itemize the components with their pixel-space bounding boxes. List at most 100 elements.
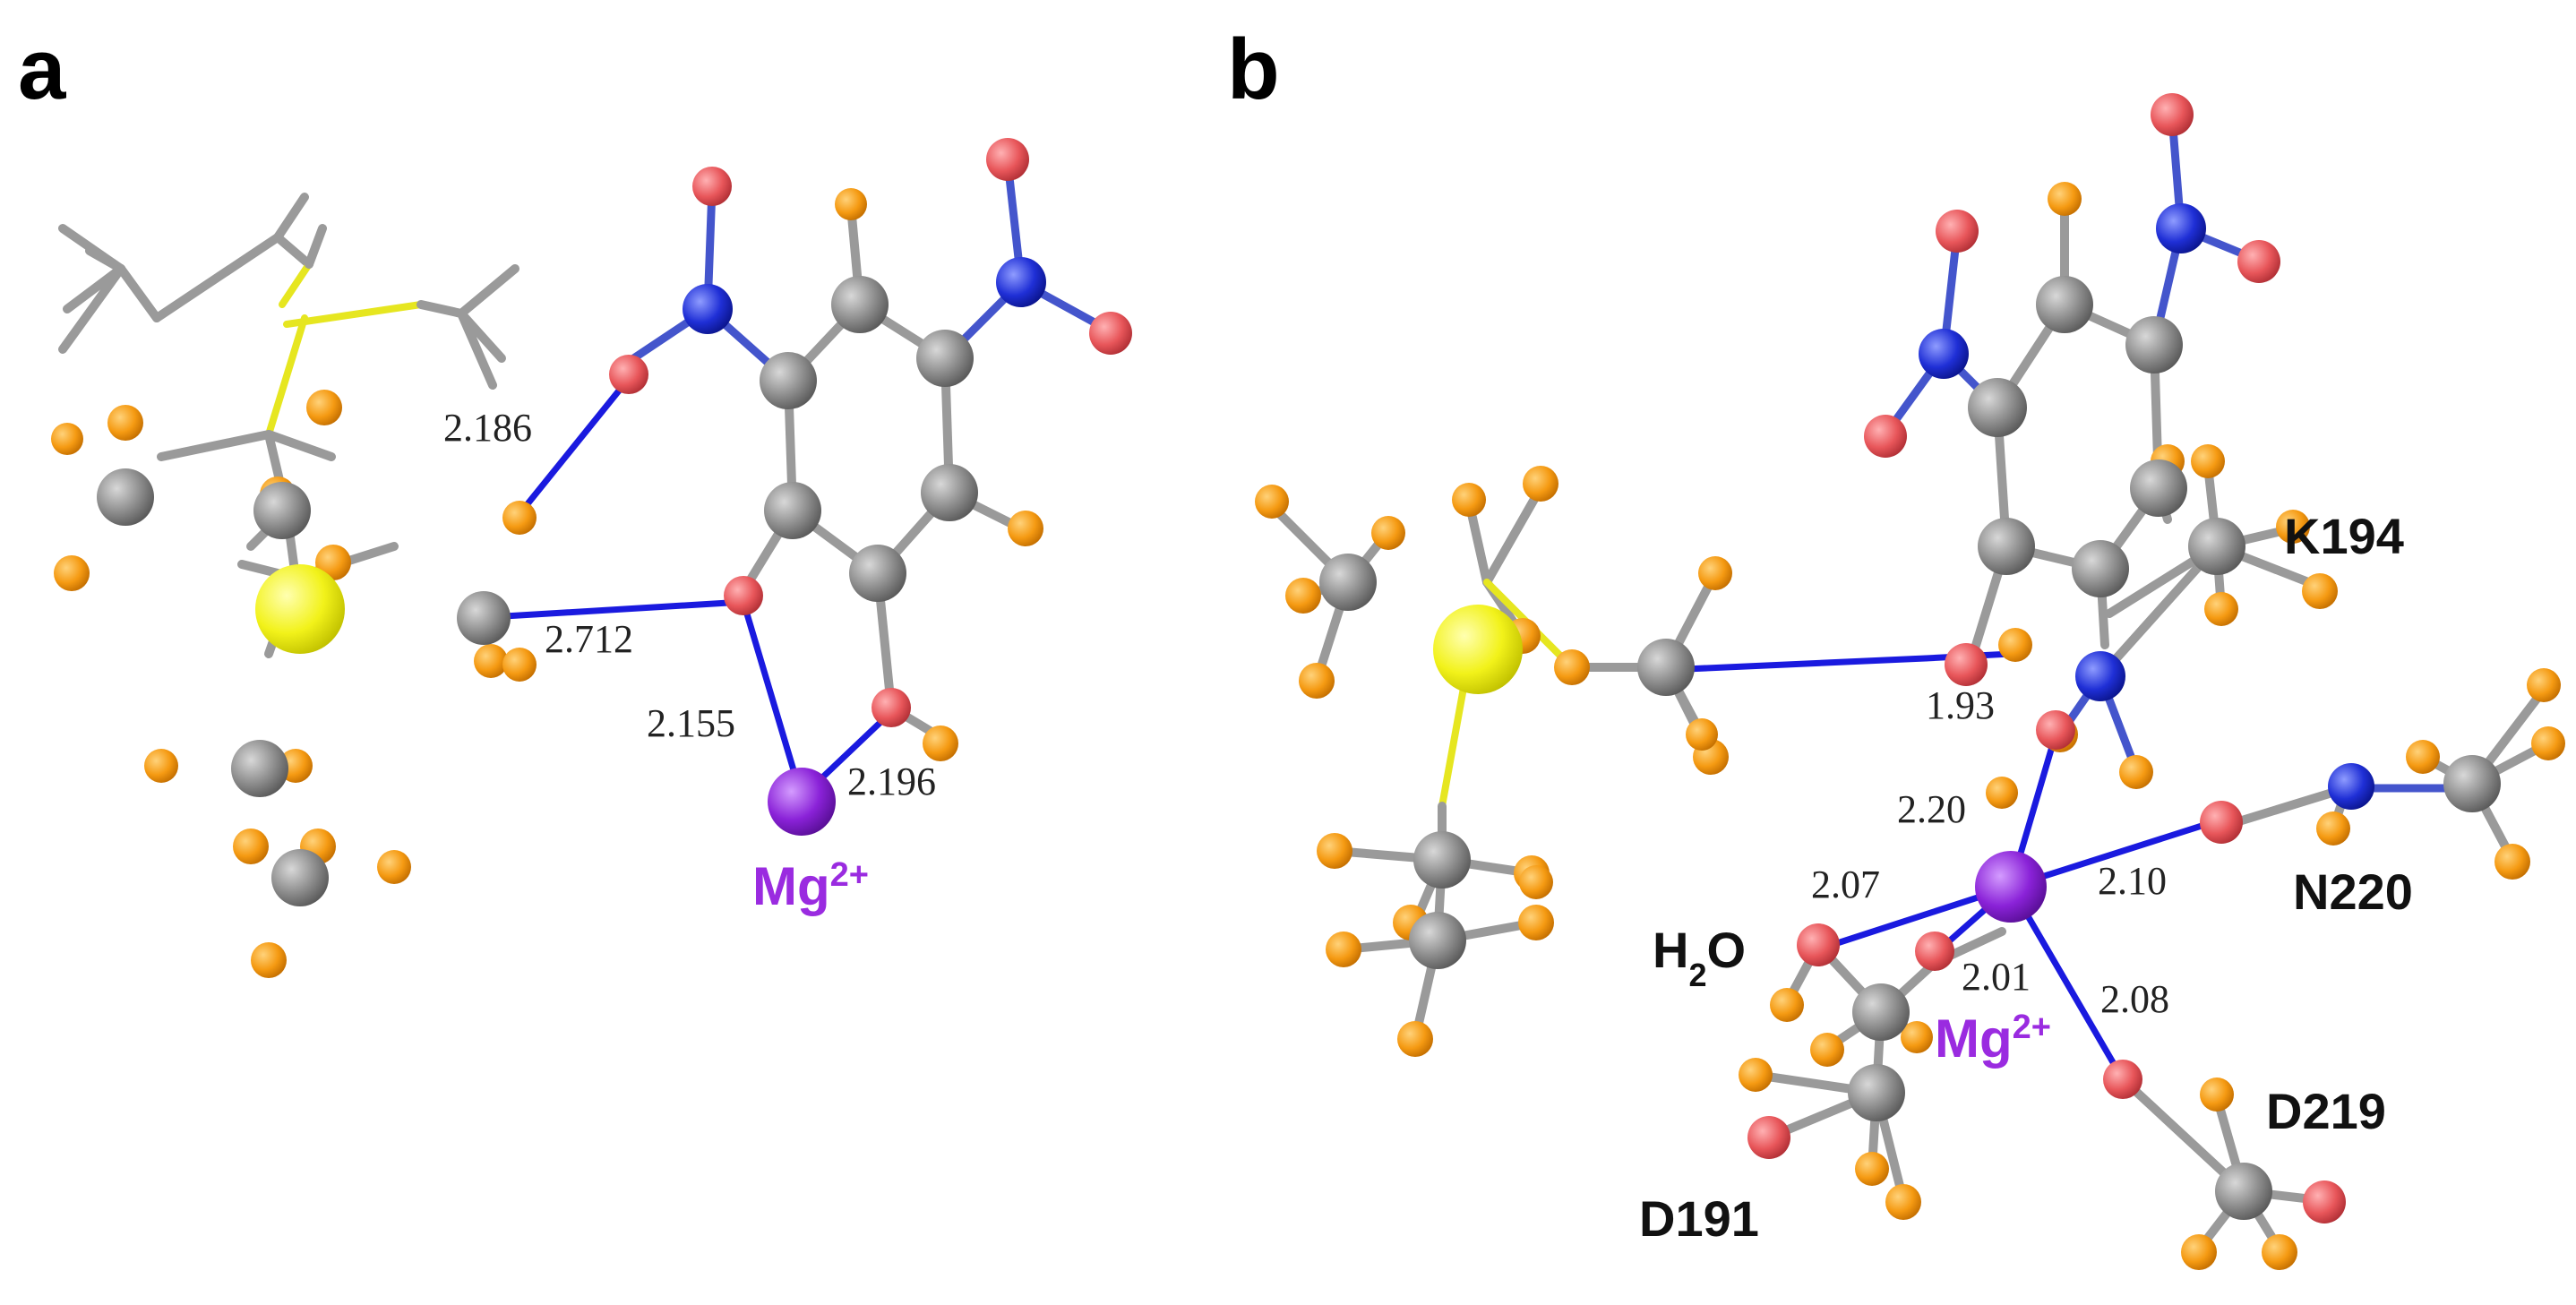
hydrogen-atom bbox=[2302, 573, 2338, 609]
panel-a-labels: 2.186 2.712 2.155 2.196 Mg2+ bbox=[443, 406, 936, 916]
oxygen-atom bbox=[1089, 312, 1132, 355]
hydrogen-atom bbox=[1285, 578, 1321, 614]
carbon-atom bbox=[271, 849, 329, 906]
carbon-atom bbox=[1978, 518, 2035, 575]
oxygen-atom bbox=[1936, 210, 1979, 253]
oxygen-atom bbox=[2036, 710, 2075, 750]
magnesium-ion bbox=[1975, 851, 2047, 923]
carbon-atom bbox=[1319, 554, 1377, 611]
oxygen-atom bbox=[2237, 240, 2280, 283]
hydrogen-atom bbox=[1371, 516, 1405, 550]
hydrogen-atom bbox=[2119, 755, 2153, 789]
distance-label: 2.196 bbox=[847, 760, 936, 803]
carbon-atom bbox=[916, 330, 974, 387]
oxygen-atom bbox=[724, 576, 763, 615]
hydrogen-atom bbox=[233, 829, 269, 864]
hydrogen-atom bbox=[1523, 466, 1558, 502]
carbon-atom bbox=[457, 591, 511, 645]
carbon-atom bbox=[1848, 1064, 1905, 1121]
hydrogen-atom bbox=[2191, 444, 2225, 478]
distance-label: 2.712 bbox=[545, 617, 633, 661]
hydrogen-atom bbox=[51, 423, 83, 455]
nitrogen-atom bbox=[683, 284, 733, 334]
hydrogen-atom bbox=[2276, 510, 2310, 544]
hydrogen-atom bbox=[835, 188, 867, 220]
hydrogen-atom bbox=[1299, 663, 1335, 699]
distance-label: 2.01 bbox=[1962, 955, 2031, 999]
nitrogen-atom bbox=[2328, 763, 2374, 810]
hydrogen-atom bbox=[502, 501, 537, 535]
hydrogen-atom bbox=[1519, 865, 1553, 899]
carbon-atom bbox=[2125, 316, 2183, 373]
hydrogen-atom bbox=[1554, 649, 1590, 685]
hydrogen-atom bbox=[1452, 483, 1486, 517]
hydrogen-atom bbox=[1855, 1152, 1889, 1186]
carbon-atom bbox=[760, 352, 817, 409]
hydrogen-atom bbox=[1986, 777, 2018, 809]
oxygen-atom bbox=[692, 167, 732, 206]
water-label: H2O bbox=[1653, 922, 1746, 993]
hydrogen-atom bbox=[1326, 932, 1361, 967]
magnesium-ion bbox=[768, 768, 836, 836]
distance-label: 2.155 bbox=[647, 701, 735, 745]
carbon-atom bbox=[764, 482, 821, 539]
carbon-atom bbox=[1413, 831, 1471, 889]
oxygen-atom bbox=[1864, 415, 1907, 458]
distance-label: 2.07 bbox=[1811, 863, 1880, 906]
hydrogen-atom bbox=[1686, 718, 1718, 751]
hydrogen-atom bbox=[1255, 485, 1289, 519]
carbon-atom bbox=[2036, 276, 2093, 333]
hydrogen-atom bbox=[107, 405, 143, 441]
carbon-atom bbox=[1968, 378, 2027, 437]
hydrogen-atom bbox=[377, 850, 411, 884]
carbon-atom bbox=[1637, 639, 1695, 696]
hydrogen-atom bbox=[2048, 182, 2082, 216]
hydrogen-atom bbox=[144, 749, 178, 783]
carbon-atom bbox=[2072, 540, 2129, 597]
oxygen-atom bbox=[2151, 93, 2194, 136]
hydrogen-atom bbox=[2494, 844, 2530, 880]
hydrogen-atom bbox=[2181, 1234, 2217, 1270]
nitrogen-atom bbox=[1919, 329, 1969, 379]
hydrogen-atom bbox=[1885, 1184, 1921, 1220]
mg-ion-label: Mg2+ bbox=[752, 856, 869, 916]
panel-a-interactions bbox=[471, 377, 895, 801]
carbon-atom bbox=[2188, 518, 2245, 575]
carbon-atom bbox=[97, 468, 154, 526]
hydrogen-atom bbox=[2200, 1077, 2234, 1112]
hydrogen-atom bbox=[2204, 592, 2238, 626]
sulfur-atom bbox=[1433, 605, 1523, 694]
panel-b-label: b bbox=[1227, 21, 1280, 117]
residue-label-k194: K194 bbox=[2284, 508, 2404, 564]
carbon-atom bbox=[2215, 1163, 2272, 1220]
oxygen-atom bbox=[2200, 801, 2243, 844]
carbon-atom bbox=[831, 276, 889, 333]
carbon-atom bbox=[253, 482, 311, 539]
hydrogen-atom bbox=[1698, 556, 1732, 590]
nitrogen-atom bbox=[2075, 651, 2125, 701]
nitrogen-atom bbox=[2156, 203, 2206, 253]
hydrogen-atom bbox=[2262, 1234, 2297, 1270]
panel-b: b bbox=[1227, 21, 2565, 1270]
residue-label-n220: N220 bbox=[2293, 863, 2413, 920]
hydrogen-atom bbox=[1998, 628, 2032, 662]
panel-b-labels: K194 1.93 2.20 2.07 2.10 2.01 2.08 N220 … bbox=[1639, 508, 2413, 1247]
hydrogen-atom bbox=[1008, 511, 1043, 546]
distance-label: 1.93 bbox=[1926, 683, 1995, 727]
hydrogen-atom bbox=[1770, 988, 1804, 1022]
hydrogen-atom bbox=[1518, 905, 1554, 940]
oxygen-atom bbox=[609, 355, 648, 394]
hydrogen-atom bbox=[1901, 1021, 1933, 1053]
carbon-atom bbox=[231, 740, 288, 797]
hydrogen-atom bbox=[502, 648, 537, 682]
carbon-atom bbox=[1409, 912, 1466, 969]
hydrogen-atom bbox=[923, 725, 958, 761]
oxygen-atom bbox=[1945, 643, 1988, 686]
hydrogen-atom bbox=[1397, 1021, 1433, 1057]
distance-label: 2.08 bbox=[2100, 977, 2169, 1021]
hydrogen-atom bbox=[2316, 811, 2350, 846]
hydrogen-atom bbox=[2531, 726, 2565, 760]
distance-label: 2.186 bbox=[443, 406, 532, 450]
carbon-atom bbox=[1852, 983, 1910, 1041]
